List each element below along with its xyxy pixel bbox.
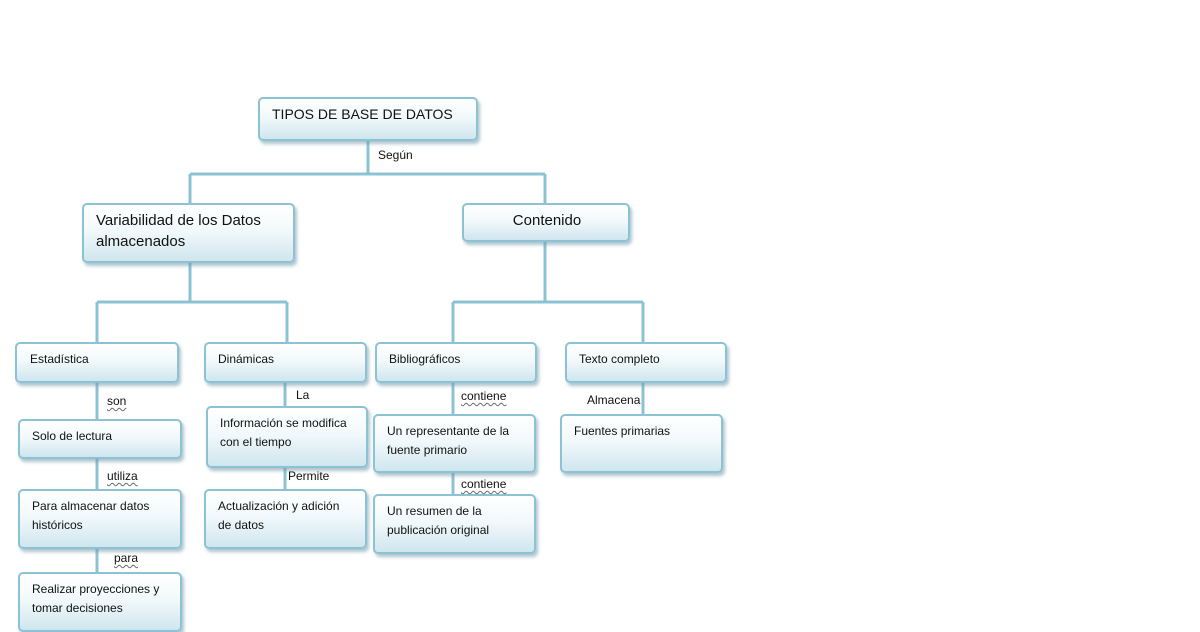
link-label-contiene-1: contiene [461, 389, 507, 403]
node-actualizacion: Actualización y adición de datos [204, 489, 367, 549]
node-contenido: Contenido [462, 203, 630, 242]
node-info-modifica: Información se modifica con el tiempo [206, 406, 368, 468]
link-label-son: son [107, 394, 127, 408]
node-bibliograficos: Bibliográficos [375, 342, 537, 383]
link-label-contiene-2: contiene [461, 477, 507, 491]
link-label-segun: Según [378, 148, 413, 162]
link-label-utiliza: utiliza [107, 469, 138, 483]
node-fuentes-primarias: Fuentes primarias [560, 414, 723, 473]
node-proyecciones: Realizar proyecciones y tomar decisiones [18, 572, 182, 632]
node-variabilidad: Variabilidad de los Datos almacenados [82, 203, 295, 263]
link-label-la: La [296, 388, 310, 402]
node-resumen: Un resumen de la publicación original [373, 494, 536, 554]
link-label-permite: Permite [288, 469, 330, 483]
link-label-almacena: Almacena [587, 393, 641, 407]
node-estadistica: Estadística [15, 342, 179, 383]
link-label-para: para [114, 551, 139, 565]
node-almacenar-historicos: Para almacenar datos históricos [18, 489, 182, 549]
node-texto-completo: Texto completo [565, 342, 727, 383]
node-representante: Un representante de la fuente primario [373, 414, 536, 473]
node-dinamicas: Dinámicas [204, 342, 367, 383]
node-tipos-base-datos: TIPOS DE BASE DE DATOS [258, 97, 478, 141]
node-solo-lectura: Solo de lectura [18, 419, 182, 459]
